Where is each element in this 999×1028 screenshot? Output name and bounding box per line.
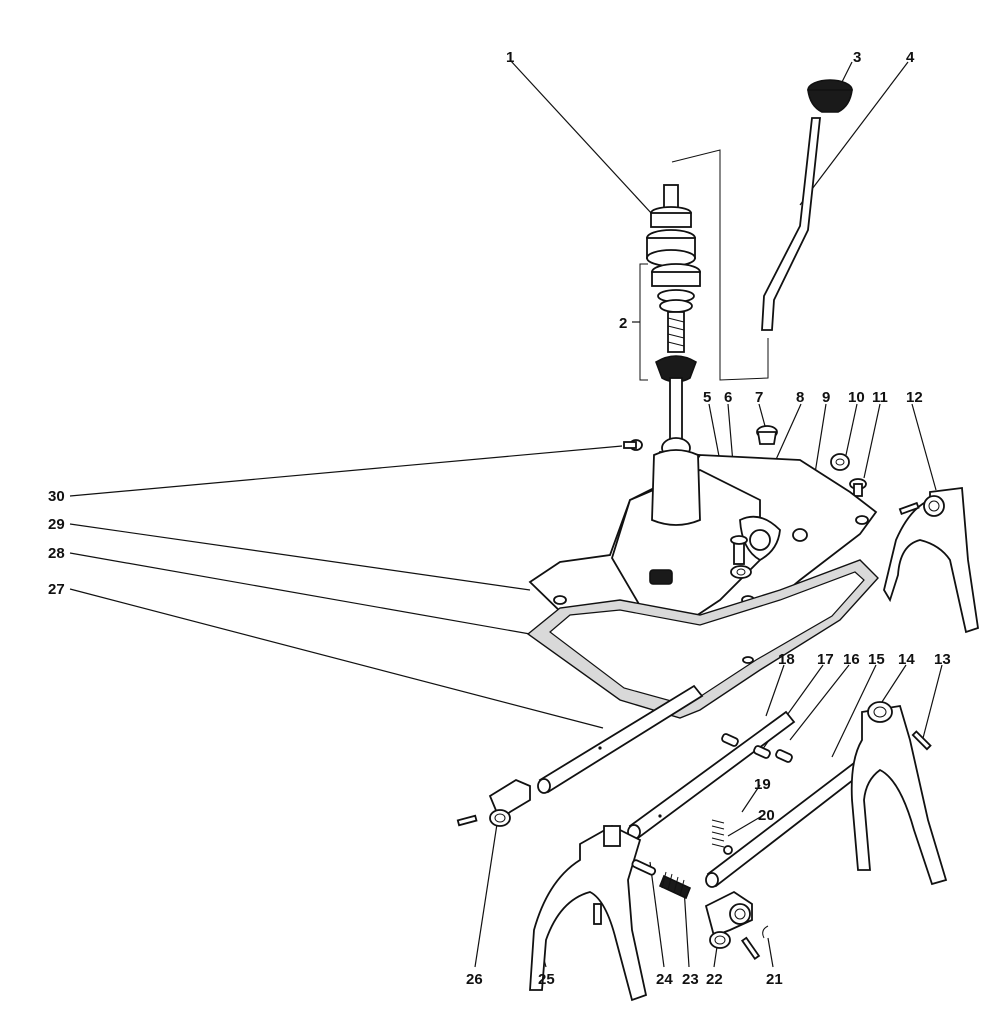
label-4: 4	[906, 49, 915, 66]
label-6: 6	[724, 389, 732, 406]
label-10: 10	[848, 389, 865, 406]
spring-ball	[711, 819, 733, 855]
shift-fork-14	[850, 701, 948, 886]
label-5: 5	[703, 389, 711, 406]
label-12: 12	[906, 389, 923, 406]
label-8: 8	[796, 389, 804, 406]
assembly-bracket	[639, 149, 769, 381]
spring-23-pin-24	[631, 859, 692, 900]
lever-assembly	[646, 184, 701, 459]
screw-30	[623, 439, 643, 451]
gasket	[526, 559, 879, 719]
label-27: 27	[48, 581, 65, 598]
label-23: 23	[682, 971, 699, 988]
label-2: 2	[619, 315, 627, 332]
clip-21	[762, 925, 769, 939]
label-1: 1	[506, 49, 514, 66]
label-21: 21	[766, 971, 783, 988]
label-18: 18	[778, 651, 795, 668]
shift-rod-15	[705, 758, 868, 888]
part-labels: 1 2 3 4 5 6 7 8 9 10 11 12 13 14 15 16 1…	[48, 49, 951, 988]
label-15: 15	[868, 651, 885, 668]
shift-fork-25	[529, 824, 648, 1002]
block-22	[704, 890, 761, 960]
label-13: 13	[934, 651, 951, 668]
label-19: 19	[754, 776, 771, 793]
shift-fork-12	[883, 486, 980, 634]
label-22: 22	[706, 971, 723, 988]
block-26	[456, 778, 531, 827]
label-7: 7	[755, 389, 763, 406]
bolt-washer	[730, 535, 752, 579]
label-11: 11	[872, 389, 888, 406]
label-29: 29	[48, 516, 65, 533]
pins-16-17	[721, 733, 793, 763]
label-30: 30	[48, 488, 65, 505]
label-28: 28	[48, 545, 65, 562]
label-14: 14	[898, 651, 915, 668]
label-3: 3	[853, 49, 861, 66]
label-24: 24	[656, 971, 673, 988]
label-17: 17	[817, 651, 834, 668]
leader-lines	[69, 59, 943, 968]
gear-knob	[807, 79, 853, 113]
label-9: 9	[822, 389, 830, 406]
label-26: 26	[466, 971, 483, 988]
label-16: 16	[843, 651, 860, 668]
shift-lever	[761, 117, 822, 331]
label-20: 20	[758, 807, 775, 824]
shift-rod-27	[537, 684, 704, 794]
label-25: 25	[538, 971, 555, 988]
